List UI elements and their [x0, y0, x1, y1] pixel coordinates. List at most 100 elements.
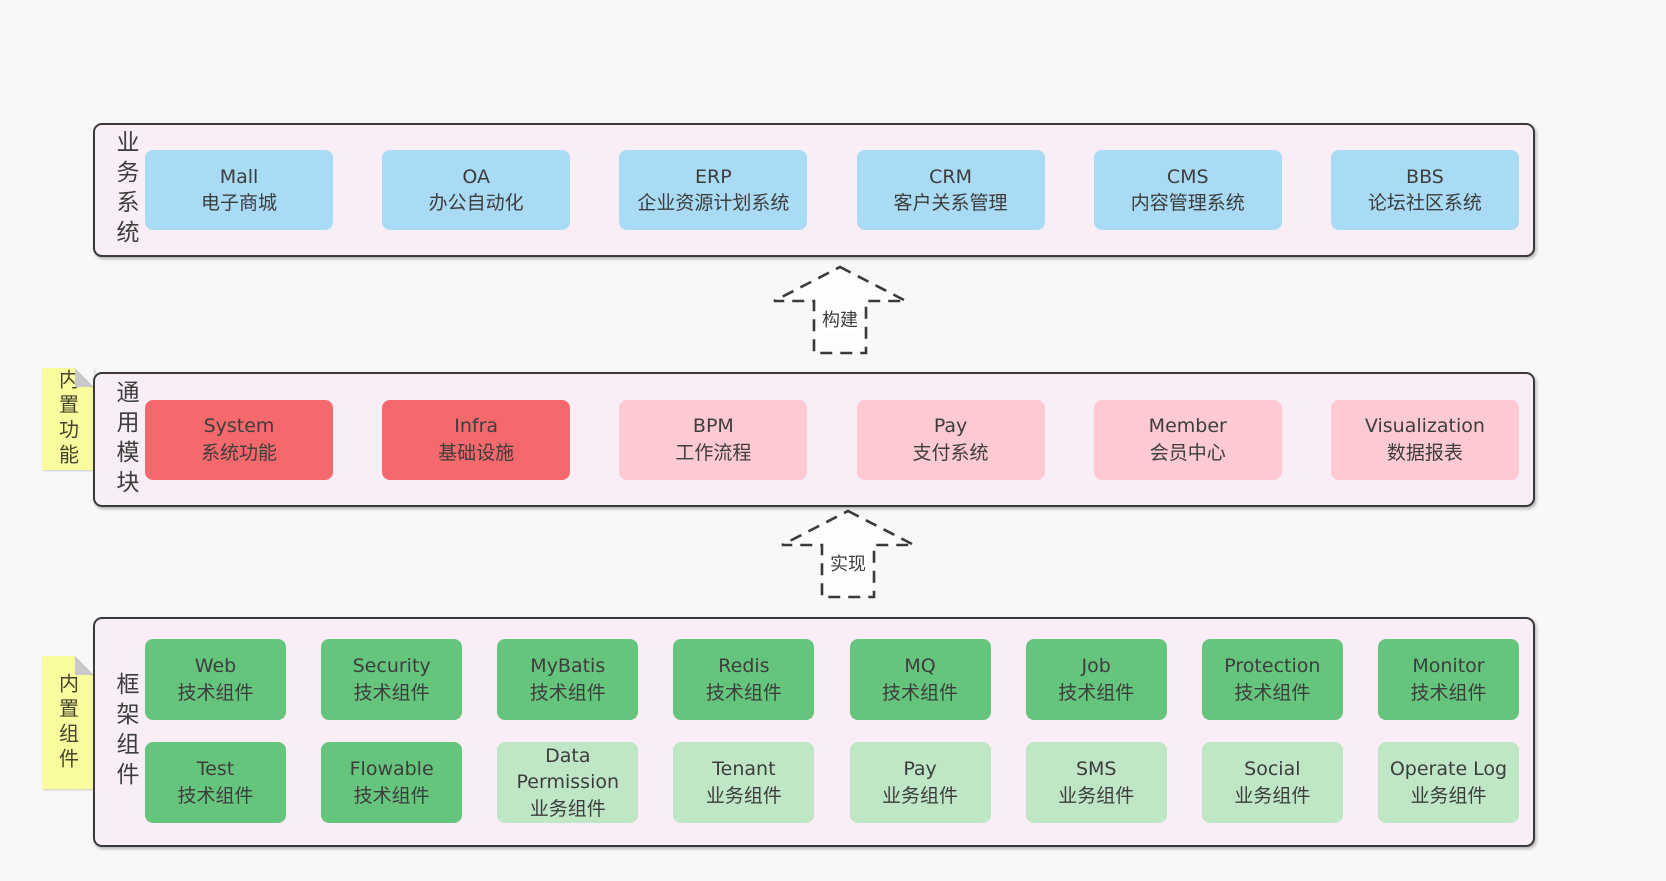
box-subtitle: 客户关系管理: [893, 192, 1008, 214]
box-title: Security: [352, 655, 431, 678]
box-subtitle: 会员中心: [1149, 441, 1226, 464]
box-title: Job: [1081, 655, 1111, 678]
box-flowable: Flowable 技术组件: [321, 742, 463, 823]
box-data-permission: Data Permission 业务组件: [497, 742, 639, 823]
box-title: Member: [1148, 415, 1227, 438]
box-infra: Infra 基础设施: [382, 399, 571, 480]
box-subtitle: 办公自动化: [428, 192, 524, 214]
box-oa: OA 办公自动化: [382, 150, 571, 230]
box-subtitle: 技术组件: [177, 784, 254, 807]
box-mall: Mall 电子商城: [145, 150, 333, 230]
box-title: Redis: [718, 655, 770, 678]
box-title: System: [203, 415, 275, 438]
box-row: Web 技术组件 Security 技术组件 MyBatis 技术组件 Redi…: [145, 639, 1519, 720]
box-title: Infra: [454, 415, 499, 438]
box-crm: CRM 客户关系管理: [856, 150, 1045, 230]
box-cms: CMS 内容管理系统: [1093, 150, 1282, 230]
layer-title: 通用模块: [112, 379, 138, 500]
box-tenant: Tenant 业务组件: [673, 742, 815, 823]
box-subtitle: 技术组件: [177, 681, 254, 704]
box-title: BPM: [692, 415, 734, 438]
layer-business-systems: 业务系统 Mall 电子商城 OA 办公自动化 ERP 企业资源计划系统 CRM…: [93, 123, 1535, 257]
box-mybatis: MyBatis 技术组件: [497, 639, 639, 720]
box-title: Test: [196, 758, 235, 781]
box-job: Job 技术组件: [1025, 639, 1167, 720]
sticky-note-label: 内置组件: [55, 672, 80, 773]
box-subtitle: 数据报表: [1386, 441, 1463, 464]
box-title: BBS: [1406, 165, 1444, 188]
box-pay-biz: Pay 业务组件: [849, 742, 991, 823]
box-title: Monitor: [1412, 655, 1485, 678]
box-title: Flowable: [349, 758, 434, 781]
box-title: CMS: [1166, 165, 1209, 188]
layer-title: 业务系统: [112, 130, 138, 250]
box-subtitle: 技术组件: [1058, 681, 1135, 704]
box-subtitle: 技术组件: [1410, 681, 1487, 704]
box-title: MQ: [904, 655, 936, 678]
box-subtitle: 工作流程: [675, 441, 752, 464]
box-subtitle: 基础设施: [438, 441, 515, 464]
box-row: System 系统功能 Infra 基础设施 BPM 工作流程 Pay 支付系统…: [145, 399, 1519, 480]
box-subtitle: 技术组件: [882, 681, 959, 704]
box-mq: MQ 技术组件: [849, 639, 991, 720]
box-subtitle: 技术组件: [353, 681, 430, 704]
box-title: Pay: [903, 758, 937, 781]
box-title: Data Permission: [516, 745, 620, 794]
box-subtitle: 技术组件: [529, 681, 606, 704]
box-visualization: Visualization 数据报表: [1330, 399, 1519, 480]
layer-title: 框架组件: [112, 672, 138, 792]
box-bpm: BPM 工作流程: [619, 399, 808, 480]
box-title: OA: [462, 165, 490, 188]
box-title: Operate Log: [1389, 758, 1508, 781]
box-monitor: Monitor 技术组件: [1377, 639, 1519, 720]
box-subtitle: 业务组件: [705, 784, 782, 807]
box-title: CRM: [929, 165, 972, 188]
layer-common-modules: 通用模块 System 系统功能 Infra 基础设施 BPM 工作流程 Pay…: [93, 372, 1535, 507]
box-title: SMS: [1075, 758, 1117, 781]
box-row: Mall 电子商城 OA 办公自动化 ERP 企业资源计划系统 CRM 客户关系…: [145, 150, 1519, 230]
build-arrow: 构建: [772, 264, 908, 356]
box-title: Visualization: [1364, 415, 1485, 438]
box-subtitle: 论坛社区系统: [1367, 192, 1482, 214]
box-title: Pay: [933, 415, 968, 438]
box-pay: Pay 支付系统: [856, 399, 1045, 480]
box-security: Security 技术组件: [321, 639, 463, 720]
box-sms: SMS 业务组件: [1025, 742, 1167, 823]
arrow-label: 实现: [828, 553, 868, 576]
box-web: Web 技术组件: [145, 639, 286, 720]
box-test: Test 技术组件: [145, 742, 286, 823]
box-subtitle: 技术组件: [1234, 681, 1311, 704]
implement-arrow: 实现: [780, 508, 916, 600]
box-title: ERP: [695, 165, 732, 188]
box-subtitle: 业务组件: [1234, 784, 1311, 807]
box-subtitle: 内容管理系统: [1130, 192, 1245, 214]
box-title: MyBatis: [530, 655, 606, 678]
box-subtitle: 技术组件: [705, 681, 782, 704]
arrow-label: 构建: [820, 309, 860, 332]
box-title: Mall: [219, 165, 259, 188]
box-erp: ERP 企业资源计划系统: [619, 150, 808, 230]
box-operate-log: Operate Log 业务组件: [1377, 742, 1519, 823]
sticky-note-builtin-features: 内置功能: [42, 368, 94, 470]
box-system: System 系统功能: [145, 399, 333, 480]
sticky-note-builtin-components: 内置组件: [42, 656, 94, 789]
box-title: Web: [194, 655, 237, 678]
box-subtitle: 业务组件: [1410, 784, 1487, 807]
box-subtitle: 业务组件: [1058, 784, 1135, 807]
layer-framework-components: 框架组件 Web 技术组件 Security 技术组件 MyBatis 技术组件…: [93, 617, 1535, 847]
box-title: Protection: [1224, 655, 1321, 678]
box-subtitle: 企业资源计划系统: [637, 192, 790, 214]
box-subtitle: 系统功能: [200, 441, 277, 464]
box-social: Social 业务组件: [1201, 742, 1343, 823]
box-subtitle: 技术组件: [353, 784, 430, 807]
box-protection: Protection 技术组件: [1201, 639, 1343, 720]
box-title: Tenant: [712, 758, 776, 781]
box-subtitle: 支付系统: [912, 441, 989, 464]
box-redis: Redis 技术组件: [673, 639, 815, 720]
box-row: Test 技术组件 Flowable 技术组件 Data Permission …: [145, 742, 1519, 823]
box-subtitle: 业务组件: [882, 784, 959, 807]
box-bbs: BBS 论坛社区系统: [1330, 150, 1519, 230]
box-title: Social: [1244, 758, 1301, 781]
box-subtitle: 业务组件: [529, 797, 606, 820]
